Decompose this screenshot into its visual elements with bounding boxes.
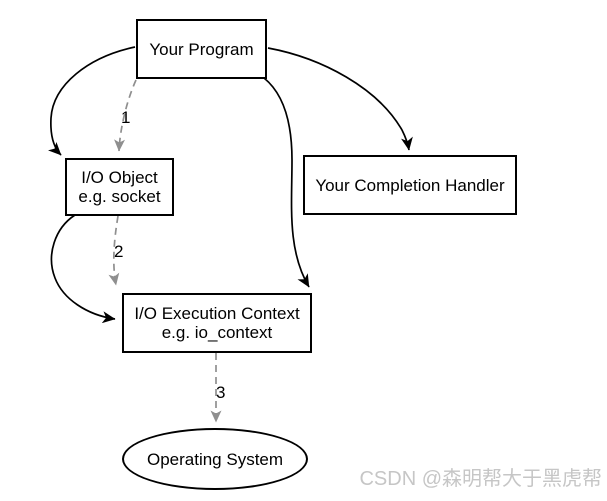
node-io-object-line2: e.g. socket (78, 187, 161, 206)
edge-label-step1: 1 (121, 108, 131, 127)
node-your-program-label: Your Program (149, 39, 254, 59)
node-execution-context-line1: I/O Execution Context (134, 304, 300, 323)
edge-program-to-completion-handler (267, 47, 413, 151)
edge-step1-program-to-io-object (114, 79, 137, 152)
node-execution-context-line2: e.g. io_context (161, 323, 273, 342)
edge-label-step3: 3 (216, 383, 226, 402)
edge-program-to-io-object (47, 46, 136, 156)
node-completion-handler-label: Your Completion Handler (315, 175, 505, 195)
node-io-object: I/O Object e.g. socket (65, 158, 174, 216)
edge-program-to-execution-context (263, 77, 310, 288)
edge-io-object-to-execution-context (50, 214, 116, 324)
node-execution-context: I/O Execution Context e.g. io_context (122, 293, 312, 353)
node-operating-system: Operating System (122, 428, 308, 490)
csdn-watermark: CSDN @森明帮大于黑虎帮 (359, 468, 602, 490)
edge-label-step2: 2 (114, 242, 124, 261)
node-operating-system-label: Operating System (146, 449, 284, 469)
node-completion-handler: Your Completion Handler (303, 155, 517, 215)
node-your-program: Your Program (136, 19, 267, 79)
node-io-object-line1: I/O Object (81, 168, 158, 187)
edge-step2-io-object-to-execution-context (108, 215, 120, 286)
